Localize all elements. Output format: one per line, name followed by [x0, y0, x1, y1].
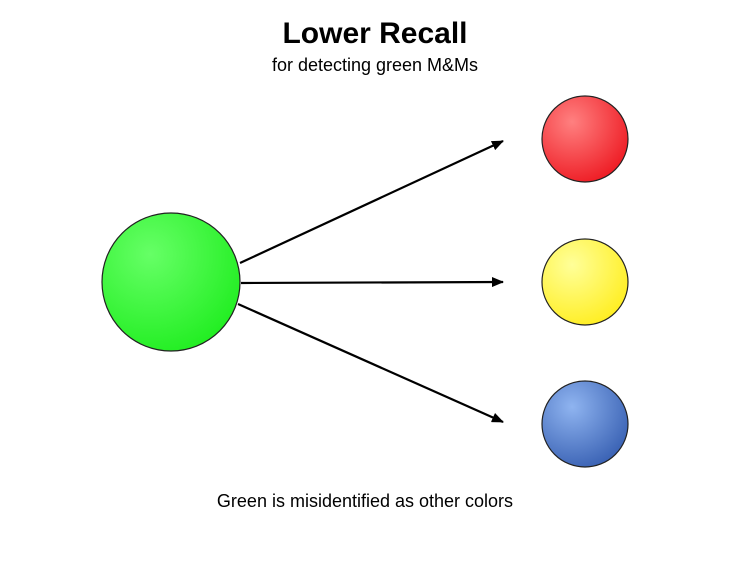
yellow-circle-icon: [541, 238, 629, 326]
diagram-subtitle: for detecting green M&Ms: [271, 55, 479, 75]
diagram-title: Lower Recall: [282, 17, 468, 50]
diagram-caption: Green is misidentified as other colors: [216, 491, 514, 511]
arrow-to-red: [239, 140, 504, 264]
blue-circle-icon: [541, 380, 629, 468]
red-circle-icon: [541, 95, 629, 183]
arrow-to-yellow: [240, 277, 504, 288]
arrow-to-blue: [237, 302, 504, 424]
green-circle-icon: [101, 212, 241, 352]
